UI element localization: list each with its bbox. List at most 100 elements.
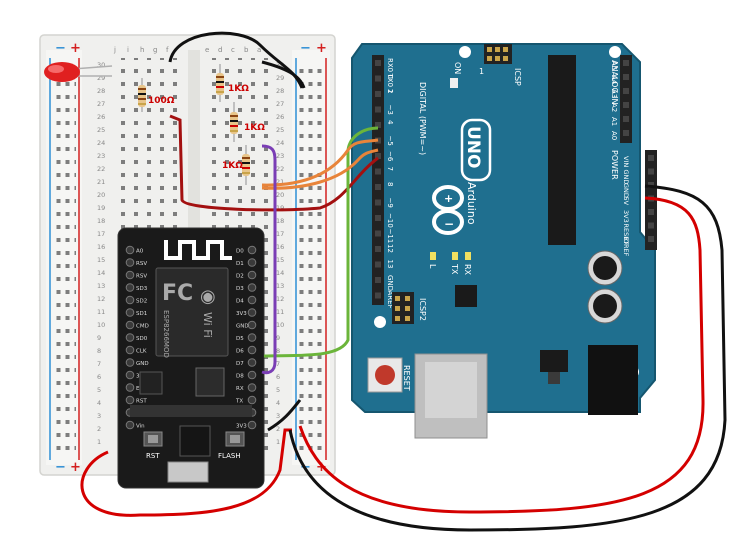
analog-pin-label: A0 (610, 131, 618, 140)
flash-label: FLASH (218, 452, 241, 460)
column-letter: c (231, 46, 235, 54)
row-number: 7 (276, 360, 280, 368)
wire-orange-1 (261, 138, 379, 187)
row-number: 24 (97, 139, 105, 147)
antenna-trace (164, 240, 232, 260)
power-pin-label: VIN (622, 156, 630, 167)
nodemcu-pin-label: RX (236, 386, 244, 392)
nodemcu-pin-label: Vin (136, 424, 145, 430)
row-number: 1 (276, 438, 280, 446)
l-label: L (428, 264, 437, 269)
row-number: 11 (276, 308, 284, 316)
row-number: 2 (97, 425, 101, 433)
flash-button[interactable] (225, 431, 245, 447)
row-number: 6 (276, 373, 280, 381)
icsp2-header: ICSP2 (392, 292, 427, 324)
usb-uart-chip (179, 425, 211, 457)
module-text: ESP8266MOD (162, 310, 170, 358)
row-number: 17 (276, 230, 284, 238)
on-label: ON (453, 62, 462, 74)
nodemcu-pin (125, 370, 135, 380)
nodemcu-pin (247, 320, 257, 330)
row-number: 26 (97, 113, 105, 121)
row-number: 4 (97, 399, 101, 407)
analog-pin-label: A1 (610, 117, 618, 126)
nodemcu-pin (125, 308, 135, 317)
row-number: 18 (97, 217, 105, 225)
nodemcu-pin (125, 258, 135, 267)
capacitor (587, 250, 623, 286)
uno-brand: UNO (463, 126, 483, 168)
digital-pin-hole (375, 91, 381, 97)
nodemcu-pin-label: GND (136, 361, 149, 367)
digital-pin-label: ~11 (386, 229, 394, 244)
digital-pin-label: 4 (386, 120, 394, 125)
mount-hole (459, 46, 471, 58)
nodemcu-pin-label: D5 (236, 336, 244, 342)
power-pin-label: 3V3 (622, 210, 630, 223)
analog-pin-hole (623, 60, 629, 66)
row-number: 14 (276, 269, 284, 277)
digital-pin-hole (375, 292, 381, 299)
wifi-text: Wi Fi (201, 312, 214, 338)
r4-label: 1KΩ (222, 161, 243, 171)
nodemcu-pin (125, 283, 135, 292)
row-number: 27 (276, 100, 284, 108)
row-number: 20 (276, 191, 284, 199)
rst-button[interactable] (143, 431, 163, 447)
nodemcu-pin (247, 420, 257, 430)
nodemcu-pin-label: CLK (136, 349, 147, 355)
nodemcu-pin (125, 270, 135, 280)
row-number: 11 (97, 308, 105, 316)
digital-pin-hole (375, 199, 381, 206)
row-number: 5 (97, 386, 101, 394)
row-number: 16 (276, 243, 284, 251)
rail-minus-label-bottom: − (55, 460, 66, 475)
nodemcu-pin-label: D7 (236, 361, 244, 367)
tx-label: TX (450, 263, 459, 275)
rail-minus-label-r: − (300, 41, 311, 56)
power-pin-label: IOREF (622, 237, 630, 257)
row-number: 16 (97, 243, 105, 251)
row-number: 26 (276, 113, 284, 121)
power-label: POWER (610, 150, 619, 180)
digital-pin-label: ~3 (386, 105, 394, 115)
wifi-icon: ◉ (200, 286, 216, 307)
row-number: 21 (276, 178, 284, 186)
column-letter: j (113, 46, 116, 54)
rail-minus-label: − (55, 41, 66, 56)
row-number: 1 (97, 438, 101, 446)
tx-led (452, 252, 458, 260)
resistor-1k-b: 1KΩ (230, 102, 265, 142)
row-number: 22 (276, 165, 284, 173)
row-number: 2 (276, 425, 280, 433)
nodemcu-pin (247, 358, 257, 367)
row-number: 15 (276, 256, 284, 264)
nodemcu-pin (125, 333, 135, 342)
row-number: 5 (276, 386, 280, 394)
voltage-regulator (540, 350, 568, 384)
reset-button[interactable] (367, 357, 403, 393)
l-led (430, 252, 436, 260)
reset-label: RESET (402, 365, 411, 391)
row-number: 24 (276, 139, 284, 147)
nodemcu-pin-label: A0 (136, 249, 144, 255)
infinity-icon: + − (432, 185, 464, 235)
rail-plus-label-r-bottom: + (316, 460, 327, 475)
nodemcu-pin (125, 358, 135, 367)
row-number: 27 (97, 100, 105, 108)
row-number: 28 (97, 87, 105, 95)
power-pin-hole (648, 222, 654, 229)
nodemcu-pin-label: RSV (136, 261, 147, 267)
row-number: 30 (276, 61, 284, 69)
row-number: 28 (276, 87, 284, 95)
row-number: 23 (97, 152, 105, 160)
row-number: 7 (97, 360, 101, 368)
on-led (450, 78, 458, 88)
row-number: 9 (97, 334, 101, 342)
rst-label: RST (146, 452, 160, 460)
analog-label: ANALOG IN (610, 60, 619, 105)
power-pin-hole (648, 168, 654, 175)
